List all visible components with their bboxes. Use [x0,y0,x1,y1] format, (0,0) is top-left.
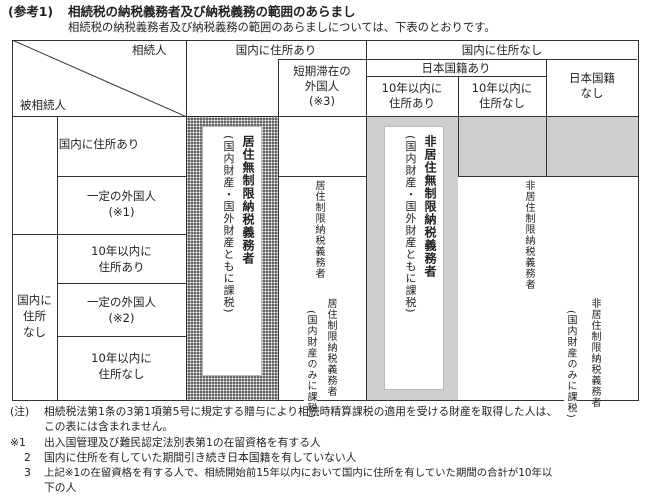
footnote-1-mark: ※1 [10,436,26,449]
unlimited-resident-scope: (国内財産・国外財産ともに課税) [222,135,235,314]
row-foreigner1-l2: (※1) [108,205,135,219]
unlimited-nonresident-title: 非居住無制限納税義務者 [423,135,437,278]
row-group-l3: なし [23,325,46,339]
header-decedent: 被相続人 [20,98,66,112]
note-text: 相続税法第1条の3第1項第5号に規定する贈与により相続時精算課税の適用を受ける財… [44,405,558,418]
row-foreigner2-l1: 一定の外国人 [87,295,156,309]
reference-label: (参考1) [8,4,54,19]
corner-diagonal [12,40,187,117]
row-not-within10-l2: 住所なし [98,367,145,381]
limited-scope2-label: (国内財産のみに課税) [564,308,577,421]
header-short-stay-l3: (※3) [309,94,335,108]
page-subtitle: 相続税の納税義務者及び納税義務の範囲のあらましについては、下表のとおりです。 [68,21,496,34]
limited-resident-label: 居住制限納税義務者 [313,180,324,279]
row-group-l2: 住所 [23,309,46,323]
tax-liability-table: 相続人 被相続人 国内に住所あり 国内に住所なし 日本国籍あり 短期滞在の 外国… [12,40,639,421]
row-foreigner2-l2: (※2) [108,311,135,325]
row-domestic-address: 国内に住所あり [58,137,140,151]
header-within10-l2: 住所あり [389,96,435,110]
header-no-domestic-address: 国内に住所なし [461,43,543,57]
header-heir: 相続人 [132,43,167,57]
header-not-within10-l2: 住所なし [479,96,525,110]
header-within10-l1: 10年以内に [381,81,443,95]
gray-top-right [458,116,638,176]
unlimited-resident-box: 居住無制限納税義務者 (国内財産・国外財産ともに課税) [202,126,262,376]
row-within10-l2: 住所あり [98,260,145,274]
header-short-stay-l2: 外国人 [304,79,340,93]
header-no-japanese-l2: なし [580,86,604,100]
limited-scope-label: (国内財産のみに課税) [304,308,317,421]
limited-resident2-label: 居住制限納税義務者 [325,298,336,397]
footnote-2-mark: 2 [24,451,31,464]
page-title: 相続税の納税義務者及び納税義務の範囲のあらまし [68,4,356,19]
header-domestic-address: 国内に住所あり [235,43,317,57]
note-text-2: この表には含まれません。 [44,420,174,433]
limited-nonresident2-label: 非居住制限納税義務者 [589,298,600,408]
header-no-japanese-l1: 日本国籍 [569,71,615,85]
footnote-1-text: 出入国管理及び難民認定法別表第1の在留資格を有する人 [44,436,321,449]
row-not-within10-l1: 10年以内に [91,351,152,365]
footnote-3-continuation: 下の人 [44,481,77,494]
note-label: (注) [10,405,30,418]
header-short-stay-l1: 短期滞在の [293,64,351,78]
unlimited-resident-title: 居住無制限納税義務者 [241,135,255,265]
row-group-l1: 国内に [17,293,52,307]
limited-nonresident-label: 非居住制限納税義務者 [523,180,534,290]
unlimited-nonresident-scope: (国内財産・国外財産ともに課税) [404,135,417,314]
footnote-3-mark: 3 [24,466,31,479]
row-within10-l1: 10年以内に [91,244,152,258]
unlimited-nonresident-box: 非居住無制限納税義務者 (国内財産・国外財産ともに課税) [384,126,444,390]
table-border [12,40,639,401]
row-foreigner1-l1: 一定の外国人 [87,189,156,203]
header-japanese-nationality: 日本国籍あり [421,61,491,75]
header-not-within10-l1: 10年以内に [471,81,533,95]
footnote-2-text: 国内に住所を有していた期間引き続き日本国籍を有していない人 [44,451,357,464]
footnote-3-text: 上記※1の在留資格を有する人で、相続開始前15年以内において国内に住所を有してい… [44,467,553,479]
